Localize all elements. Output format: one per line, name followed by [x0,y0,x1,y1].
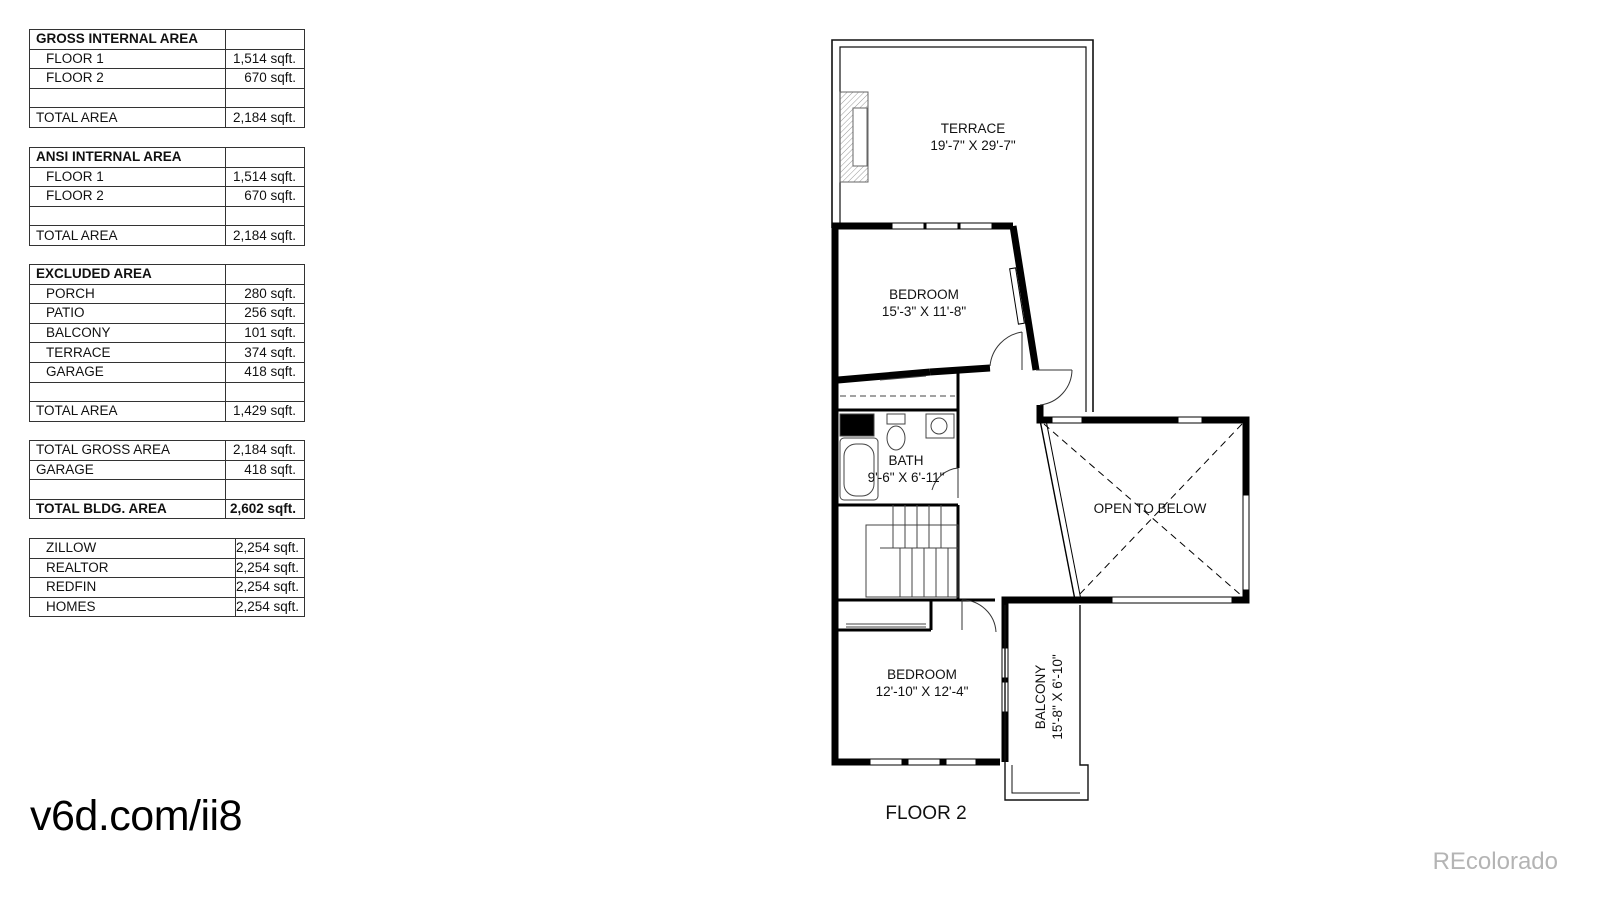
bath-dims: 9'-6" X 6'-11" [868,470,945,485]
bedroom-lower-dims: 12'-10" X 12'-4" [876,684,969,699]
fireplace-block [839,91,869,183]
row-value: 2,254 sqft. [235,596,305,618]
total-bldg-value: 2,602 sqft. [225,498,305,520]
bath-label: BATH [888,453,923,468]
row-value: 418 sqft. [225,459,305,481]
row-value: 256 sqft. [225,303,305,324]
total-bldg-label: TOTAL BLDG. AREA [29,498,226,520]
terrace-dims: 19'-7" X 29'-7" [930,138,1015,153]
open-to-below-lines [1039,419,1243,601]
stairs [865,505,959,598]
watermark-logo: REcolorado [1432,848,1558,875]
bedroom-upper-label: BEDROOM [889,287,959,302]
bedroom-upper-dims: 15'-3" X 11'-8" [882,304,966,319]
row-value: 2,254 sqft. [235,557,305,579]
table-header: ANSI INTERNAL AREA [29,147,226,168]
bedroom-lower-label: BEDROOM [887,667,957,682]
doors [931,331,1073,633]
listing-url[interactable]: v6d.com/ii8 [30,792,242,840]
total-label: TOTAL AREA [29,401,226,422]
row-value: 374 sqft. [225,342,305,363]
total-value: 1,429 sqft. [225,401,305,422]
row-label: BALCONY [29,322,226,344]
closet-doors [846,375,927,628]
row-label: FLOOR 1 [29,166,226,188]
total-value: 2,184 sqft. [225,107,305,128]
floor-label: FLOOR 2 [885,803,966,824]
balcony-label: BALCONY [1033,665,1048,730]
row-value: 670 sqft. [225,68,305,89]
terrace-label: TERRACE [941,121,1006,136]
total-label: TOTAL AREA [29,107,226,128]
bath-fixtures [839,413,955,501]
row-value: 280 sqft. [225,283,305,305]
interior-walls [838,372,995,632]
row-label: HOMES [29,596,236,618]
row-value: 1,514 sqft. [225,166,305,188]
balcony-dims: 15'-8" X 6'-10" [1050,654,1065,739]
balcony-outline [1004,605,1089,801]
open-to-below-label: OPEN TO BELOW [1094,501,1207,516]
total-value: 2,184 sqft. [225,225,305,246]
